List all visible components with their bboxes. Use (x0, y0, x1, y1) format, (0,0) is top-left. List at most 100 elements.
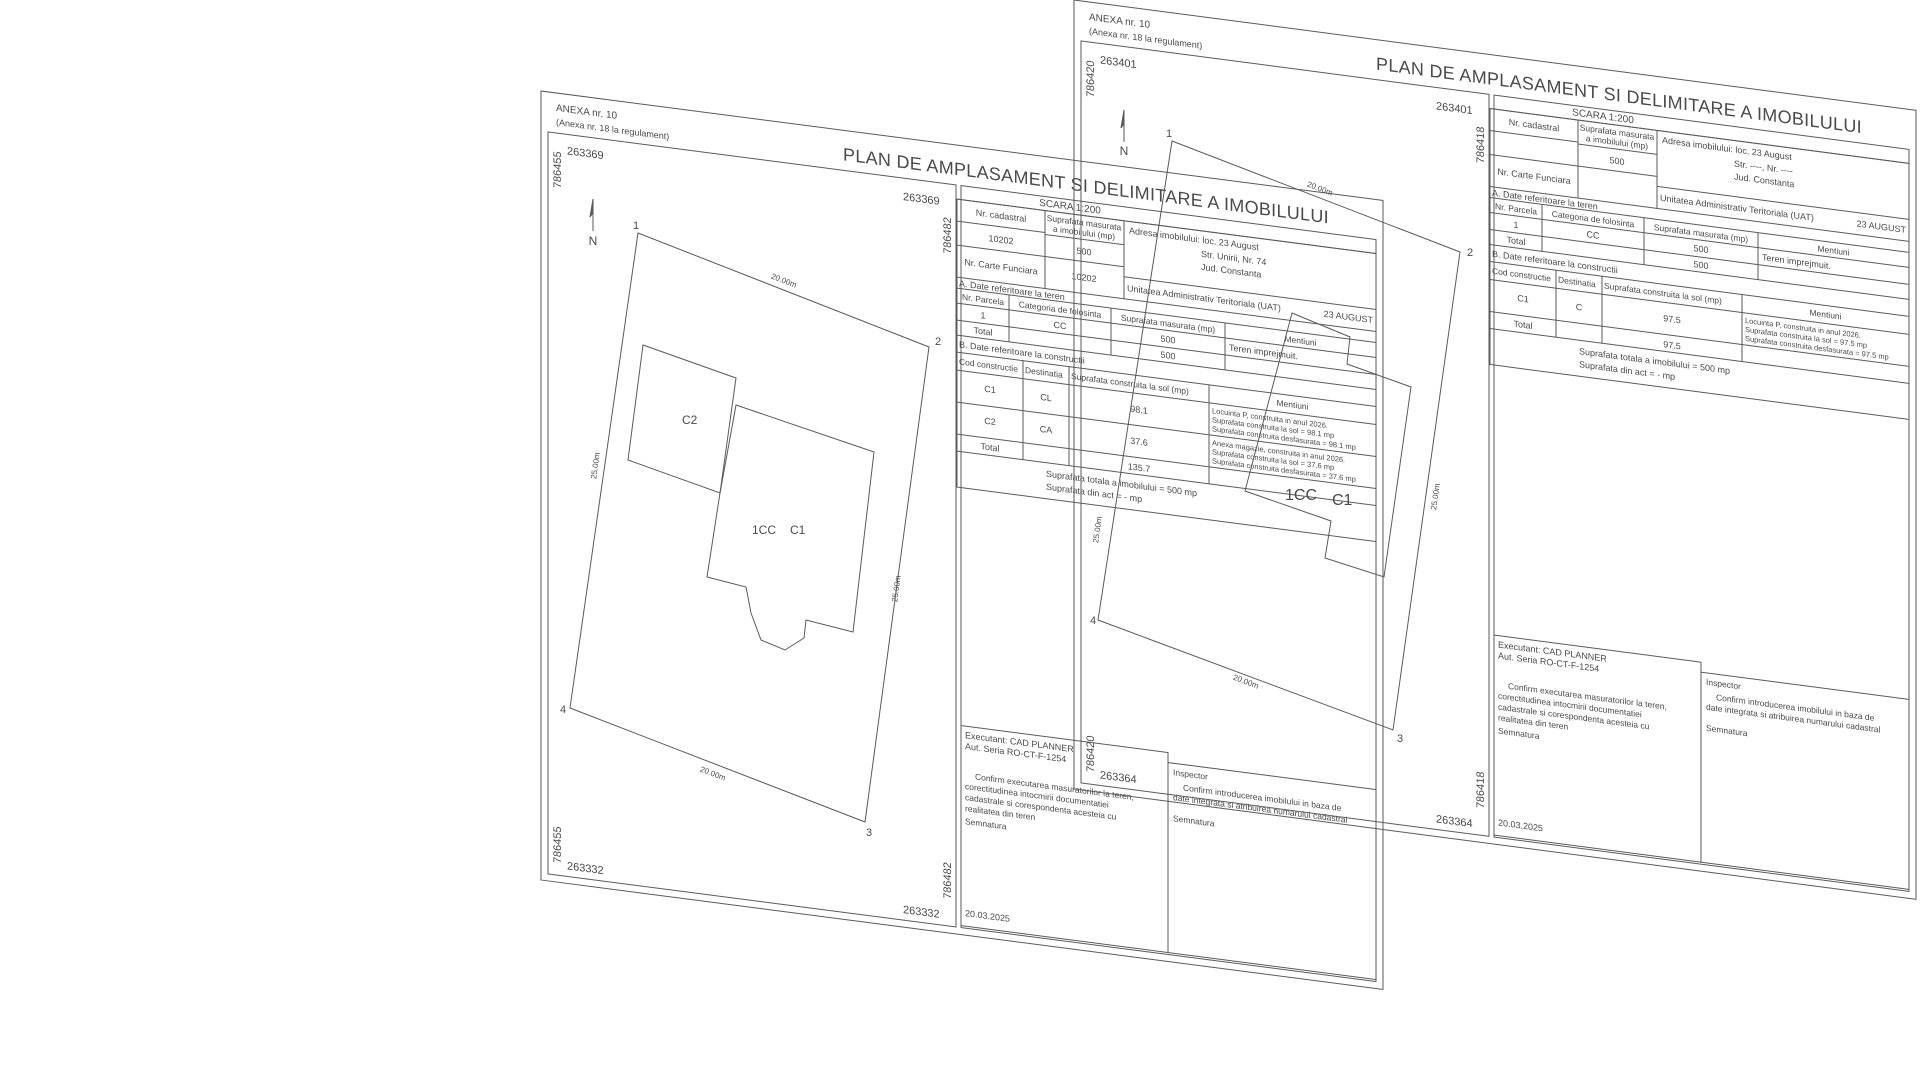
building-destination: C (1576, 302, 1583, 313)
coord-bottom-left: 263332 (567, 860, 604, 877)
table-rule (957, 351, 1376, 408)
vertex-label: 3 (1397, 733, 1403, 745)
land-cell: 1 (981, 310, 986, 321)
building-area: 98.1 (1130, 404, 1147, 416)
table-rule (957, 334, 1376, 391)
edge-length-label: 20.00m (1306, 180, 1334, 198)
building-code: C1 (1517, 293, 1528, 304)
parcel-boundary (1097, 140, 1461, 731)
north-label: N (589, 234, 598, 248)
table-rule (1490, 243, 1909, 300)
edge-length-label: 25.00m (1091, 515, 1104, 543)
vertex-label: 3 (866, 827, 872, 839)
building-outline (706, 404, 875, 651)
vertex-label: 2 (1467, 247, 1473, 259)
parcel-boundary (569, 232, 930, 823)
north-arrow-icon (589, 198, 594, 231)
executant-date: 20.03.2025 (965, 908, 1010, 924)
building-destination: CA (1040, 424, 1052, 436)
nr-cadastral-label: Nr. cadastral (1509, 117, 1559, 134)
table-rule (1490, 310, 1909, 367)
inspector-signature-label: Semnatura (1173, 813, 1215, 828)
sheet-title: PLAN DE AMPLASAMENT SI DELIMITARE A IMOB… (843, 144, 1329, 227)
plan-sheet-right[interactable]: ANEXA nr. 10(Anexa nr. 18 la regulament)… (1073, 0, 1917, 900)
building-total-value: 135.7 (1128, 461, 1150, 474)
coord-right-bottom: 786418 (1475, 771, 1487, 809)
plan-sheet-left[interactable]: ANEXA nr. 10(Anexa nr. 18 la regulament)… (540, 90, 1384, 991)
table-rule (1045, 234, 1124, 246)
table-rule (957, 319, 1376, 376)
building-column-header: Destinatia (1025, 365, 1063, 380)
land-cell: 500 (1694, 243, 1709, 255)
edge-length-label: 20.00m (770, 272, 798, 290)
building-label: C1 (790, 523, 806, 537)
vertex-label: 4 (560, 704, 566, 716)
building-total-label: Total (1514, 319, 1533, 331)
coord-right-bottom: 786482 (942, 861, 954, 899)
table-rule (1490, 327, 1909, 384)
table-rule (1490, 196, 1909, 253)
table-rule (957, 302, 1376, 359)
building-label: 1CC (1285, 487, 1317, 504)
coord-bottom-left: 263364 (1100, 769, 1137, 786)
coord-top-left: 263401 (1100, 54, 1137, 71)
inspector-signature-label: Semnatura (1706, 723, 1748, 738)
table-rule (1490, 129, 1578, 143)
land-cell: 500 (1161, 350, 1176, 362)
coord-left-top: 786420 (1085, 60, 1097, 98)
coord-left-bottom: 786455 (552, 826, 564, 864)
building-label: 1CC (752, 523, 776, 537)
coord-right-top: 786418 (1475, 126, 1487, 164)
table-rule (957, 220, 1045, 234)
table-rule (1578, 143, 1657, 155)
inspector-label: Inspector (1173, 767, 1208, 782)
table-rule (957, 450, 1376, 507)
table-rule (1657, 185, 1909, 220)
carte-funciara-value: 10202 (1072, 271, 1097, 284)
area-value: 500 (1077, 246, 1092, 258)
area-value: 500 (1610, 155, 1625, 167)
coord-top-right: 263369 (903, 191, 940, 208)
vertex-label: 1 (633, 220, 639, 232)
table-rule (1490, 185, 1909, 242)
executant-signature-label: Semnatura (1498, 726, 1540, 741)
data-table (1489, 107, 1910, 420)
building-column-header: Destinatia (1558, 274, 1596, 289)
table-frame (960, 185, 1377, 983)
nr-cadastral-label: Nr. cadastral (976, 208, 1026, 225)
inspector-label: Inspector (1706, 677, 1741, 692)
land-column-header: Mentiuni (1817, 243, 1849, 257)
inspector-box (1167, 761, 1377, 981)
table-rule (957, 401, 1376, 458)
land-cell: Teren imprejmuit. (1762, 252, 1831, 271)
table-rule (957, 369, 1376, 426)
land-cell: Teren imprejmuit. (1229, 342, 1298, 361)
sheet-border (1073, 0, 1917, 900)
uat-value: 23 AUGUST (1857, 219, 1907, 235)
north-arrow-icon (1120, 109, 1125, 142)
table-rule (1490, 278, 1909, 335)
drawing-frame (1080, 40, 1490, 837)
edge-length-label: 25.00m (1429, 482, 1442, 510)
building-code: C1 (984, 384, 995, 395)
table-rule (957, 287, 1376, 344)
vertex-label: 1 (1166, 128, 1172, 140)
coord-bottom-right: 263332 (903, 904, 940, 921)
sheet-border (540, 90, 1384, 991)
coord-top-right: 263401 (1436, 100, 1473, 117)
land-cell: 1 (1514, 220, 1519, 231)
table-rule (957, 276, 1376, 333)
edge-length-label: 25.00m (890, 574, 903, 602)
building-destination: CL (1040, 392, 1051, 403)
land-cell: Total (974, 325, 993, 337)
table-rule (1490, 211, 1909, 268)
nr-cadastral-value: 10202 (989, 233, 1014, 246)
coord-top-left: 263369 (567, 145, 604, 162)
carte-funciara-label: Nr. Carte Funciara (1497, 166, 1571, 186)
building-column-header: Mentiuni (1276, 398, 1308, 412)
building-label: C2 (682, 413, 698, 427)
table-rule (1124, 276, 1376, 311)
land-cell: CC (1587, 229, 1600, 241)
